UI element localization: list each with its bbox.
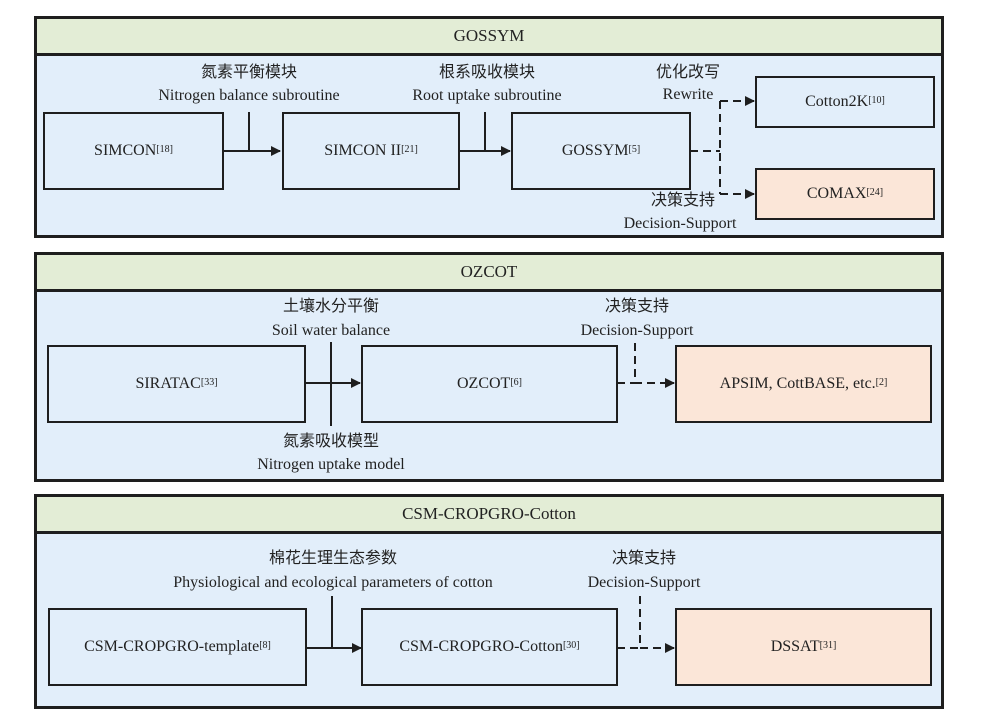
box-label: COMAX [806, 185, 867, 202]
box-ref: [30] [562, 639, 580, 651]
rewrite-cn: 优化改写 [655, 64, 720, 81]
box-label: DSSAT [770, 638, 820, 655]
box-ref: [2] [875, 376, 888, 388]
box-label: GOSSYM [561, 142, 629, 159]
box-ref: [8] [259, 639, 271, 651]
panel-title: GOSSYM [37, 19, 941, 56]
ozcot-box: OZCOT[6] [361, 345, 618, 423]
apsim-box: APSIM, CottBASE, etc.[2] [675, 345, 932, 423]
box-ref: [33] [200, 376, 218, 388]
simcon-box: SIMCON[18] [43, 112, 224, 190]
box-label: APSIM, CottBASE, etc. [719, 375, 876, 392]
simcon2-box: SIMCON II[21] [282, 112, 460, 190]
decision-support-cn: 决策支持 [604, 298, 669, 315]
cotton2k-box: Cotton2K[10] [755, 76, 935, 128]
box-label: SIMCON II [324, 142, 402, 159]
nitrogen-balance-en: Nitrogen balance subroutine [158, 87, 340, 104]
decision-support-en: Decision-Support [587, 574, 701, 591]
box-ref: [21] [401, 143, 418, 155]
box-label: CSM-CROPGRO-template [84, 638, 260, 655]
decision-support-en: Decision-Support [623, 215, 737, 232]
gossym-box: GOSSYM[5] [511, 112, 691, 190]
root-uptake-en: Root uptake subroutine [412, 87, 562, 104]
panel-title: CSM-CROPGRO-Cotton [37, 497, 941, 534]
box-ref: [10] [868, 94, 885, 106]
box-ref: [31] [819, 639, 837, 651]
panel-title: OZCOT [37, 255, 941, 292]
box-label: SIMCON [94, 142, 157, 159]
box-ref: [6] [510, 376, 522, 388]
box-label: SIRATAC [135, 375, 201, 392]
box-ref: [24] [866, 186, 884, 198]
siratac-box: SIRATAC[33] [47, 345, 306, 423]
soil-water-cn: 土壤水分平衡 [282, 298, 379, 315]
decision-support-en: Decision-Support [580, 322, 694, 339]
nitrogen-balance-cn: 氮素平衡模块 [200, 64, 297, 81]
nitrogen-uptake-cn: 氮素吸收模型 [282, 433, 379, 450]
params-cn: 棉花生理生态参数 [268, 550, 397, 567]
csm-cotton-box: CSM-CROPGRO-Cotton[30] [361, 608, 618, 686]
root-uptake-cn: 根系吸收模块 [438, 64, 535, 81]
decision-support-cn: 决策支持 [650, 192, 715, 209]
box-ref: [5] [628, 143, 641, 155]
comax-box: COMAX[24] [755, 168, 935, 220]
params-en: Physiological and ecological parameters … [173, 574, 493, 591]
box-label: Cotton2K [805, 93, 869, 110]
box-ref: [18] [156, 143, 173, 155]
nitrogen-uptake-en: Nitrogen uptake model [257, 456, 405, 473]
box-label: CSM-CROPGRO-Cotton [399, 638, 563, 655]
template-box: CSM-CROPGRO-template[8] [48, 608, 307, 686]
dssat-box: DSSAT[31] [675, 608, 932, 686]
soil-water-en: Soil water balance [271, 322, 391, 339]
rewrite-en: Rewrite [662, 86, 714, 103]
box-label: OZCOT [457, 375, 511, 392]
decision-support-cn: 决策支持 [611, 550, 676, 567]
